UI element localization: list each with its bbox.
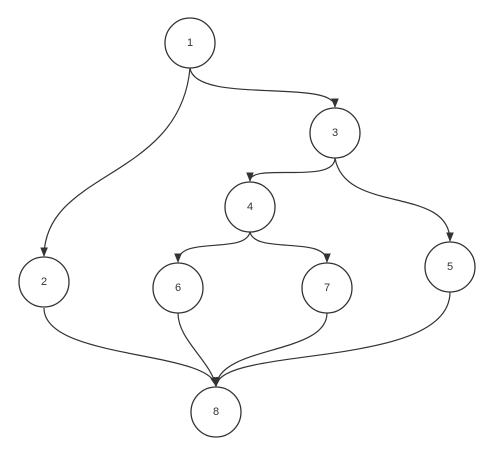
edge-1-3 xyxy=(189,67,339,108)
edge-3-4 xyxy=(246,157,336,182)
edge-4-7 xyxy=(249,231,331,263)
node-8-label: 8 xyxy=(213,406,219,418)
edge-7-8 xyxy=(213,312,328,387)
node-7: 7 xyxy=(301,262,353,314)
node-8: 8 xyxy=(190,386,242,438)
node-5: 5 xyxy=(424,241,476,293)
node-2-label: 2 xyxy=(41,276,47,288)
edge-2-8 xyxy=(43,307,219,387)
node-3-label: 3 xyxy=(332,127,338,139)
node-2: 2 xyxy=(18,256,70,308)
node-4-label: 4 xyxy=(247,201,253,213)
node-1-label: 1 xyxy=(187,37,193,49)
node-6: 6 xyxy=(152,262,204,314)
node-3: 3 xyxy=(309,107,361,159)
nodes-group: 1 2 3 4 5 6 7 xyxy=(18,17,476,438)
node-5-label: 5 xyxy=(447,261,453,273)
node-4: 4 xyxy=(224,181,276,233)
edge-1-2 xyxy=(40,67,191,257)
edge-5-8 xyxy=(213,291,451,387)
edges-group xyxy=(40,67,454,387)
node-1: 1 xyxy=(164,17,216,69)
edge-6-8 xyxy=(177,312,218,387)
node-6-label: 6 xyxy=(175,282,181,294)
node-7-label: 7 xyxy=(324,282,330,294)
edge-3-5 xyxy=(334,157,454,242)
edge-4-6 xyxy=(174,231,251,263)
